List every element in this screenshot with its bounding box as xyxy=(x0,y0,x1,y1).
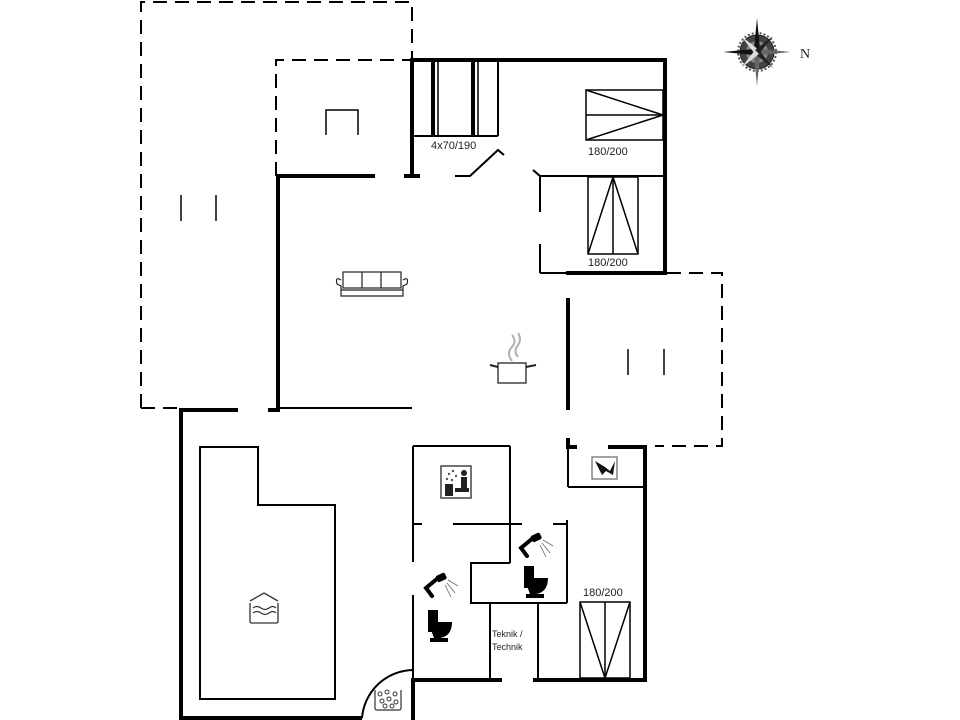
pool-outline xyxy=(199,446,336,700)
terrace-outlines xyxy=(140,1,723,447)
technik-label-line2: Technik xyxy=(492,642,523,652)
bed-size-label-middle: 180/200 xyxy=(588,257,628,269)
bunk-bed-size-label: 4x70/190 xyxy=(431,140,477,152)
bed-top-right xyxy=(585,89,664,141)
spa-door-arc xyxy=(361,669,414,719)
sauna-icon xyxy=(440,465,472,499)
north-label: N xyxy=(800,47,811,62)
sofa-icon xyxy=(335,271,409,297)
shower-icon xyxy=(518,532,554,558)
bunk-beds xyxy=(431,60,479,135)
toilet-icon xyxy=(524,566,548,598)
technik-label-line1: Teknik / xyxy=(492,629,523,639)
compass-rose-icon xyxy=(723,18,791,86)
interior-walls xyxy=(278,60,665,680)
technik-room-label: Teknik / Technik xyxy=(492,628,523,654)
terrace-furniture xyxy=(180,109,665,375)
cooking-pot-icon xyxy=(489,332,537,384)
bed-mid-right xyxy=(587,176,639,255)
bed-size-label-top: 180/200 xyxy=(588,146,628,158)
exterior-walls xyxy=(179,58,667,720)
toilet-icon xyxy=(428,610,452,642)
shower-icon xyxy=(423,572,459,598)
whirlpool-icon xyxy=(374,689,402,711)
bed-size-label-bottom: 180/200 xyxy=(583,587,623,599)
bed-bottom xyxy=(579,601,631,679)
washing-machine-icon xyxy=(591,456,618,480)
pool-icon xyxy=(249,592,279,624)
